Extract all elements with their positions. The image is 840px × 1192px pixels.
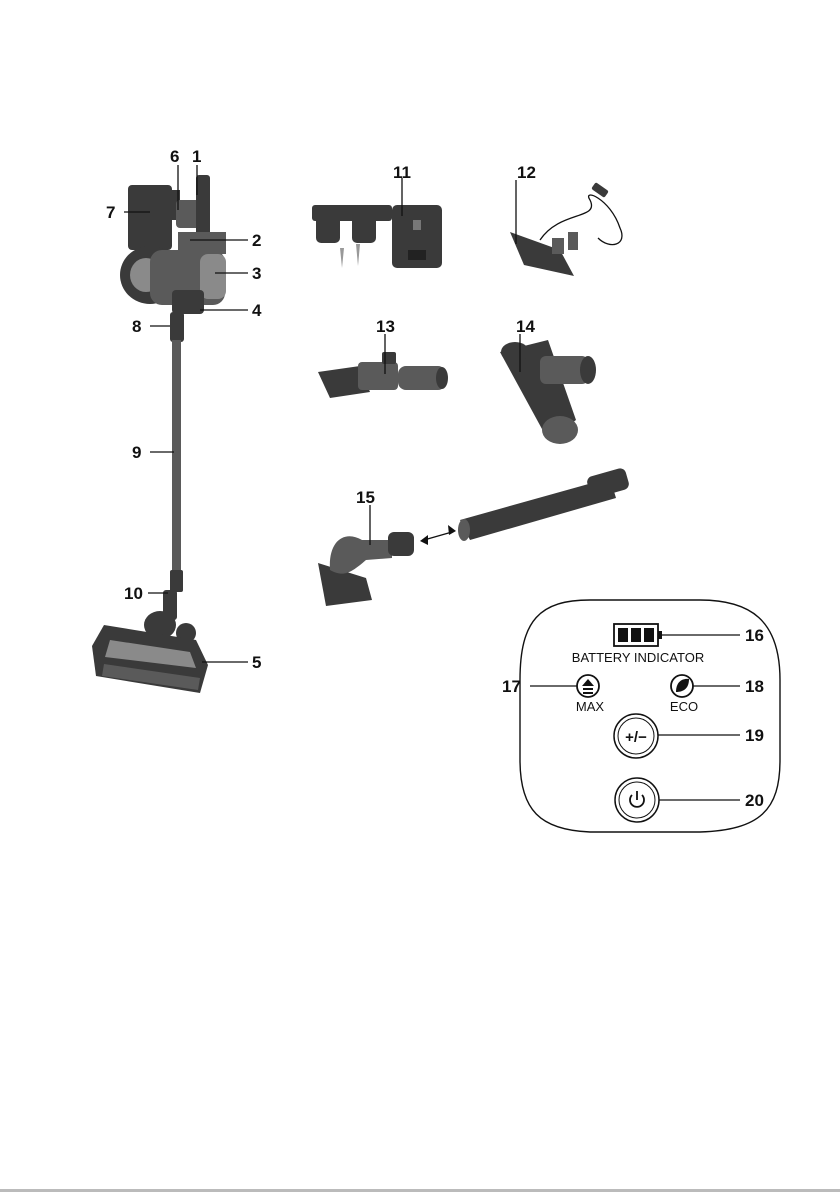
callout-18: 18: [745, 677, 764, 696]
mini-turbo-brush-illustration: [500, 340, 596, 444]
crevice-tool-illustration: [318, 352, 448, 398]
extension-hose-illustration: [458, 467, 630, 541]
speed-adjust-icon: +/−: [625, 729, 647, 746]
callout-8: 8: [132, 317, 141, 336]
eco-button: [671, 675, 693, 697]
battery-indicator-label: BATTERY INDICATOR: [572, 650, 704, 665]
callout-15: 15: [356, 488, 375, 507]
wall-bracket-illustration: [312, 205, 442, 268]
callout-5: 5: [252, 653, 261, 672]
upholstery-tool-illustration: [318, 532, 414, 606]
speed-adjust-button: +/−: [614, 714, 658, 758]
charger-illustration: [510, 182, 622, 276]
callout-13: 13: [376, 317, 395, 336]
callout-10: 10: [124, 584, 143, 603]
callout-19: 19: [745, 726, 764, 745]
callout-16: 16: [745, 626, 764, 645]
callout-1: 1: [192, 147, 201, 166]
callout-11: 11: [393, 163, 411, 182]
callout-12: 12: [517, 163, 536, 182]
callout-6: 6: [170, 147, 179, 166]
battery-icon: [614, 624, 662, 646]
max-label: MAX: [576, 699, 605, 714]
callout-3: 3: [252, 264, 261, 283]
eco-label: ECO: [670, 699, 698, 714]
control-panel: BATTERY INDICATOR MAX ECO +/−: [520, 600, 780, 832]
callout-4: 4: [252, 301, 262, 320]
callout-9: 9: [132, 443, 141, 462]
stick-vacuum-illustration: [92, 175, 226, 693]
callout-17: 17: [502, 677, 521, 696]
callout-20: 20: [745, 791, 764, 810]
callout-7: 7: [106, 203, 115, 222]
double-arrow-icon: [420, 525, 456, 545]
max-button: [577, 675, 599, 697]
power-button: [615, 778, 659, 822]
callout-14: 14: [516, 317, 535, 336]
callout-2: 2: [252, 231, 261, 250]
